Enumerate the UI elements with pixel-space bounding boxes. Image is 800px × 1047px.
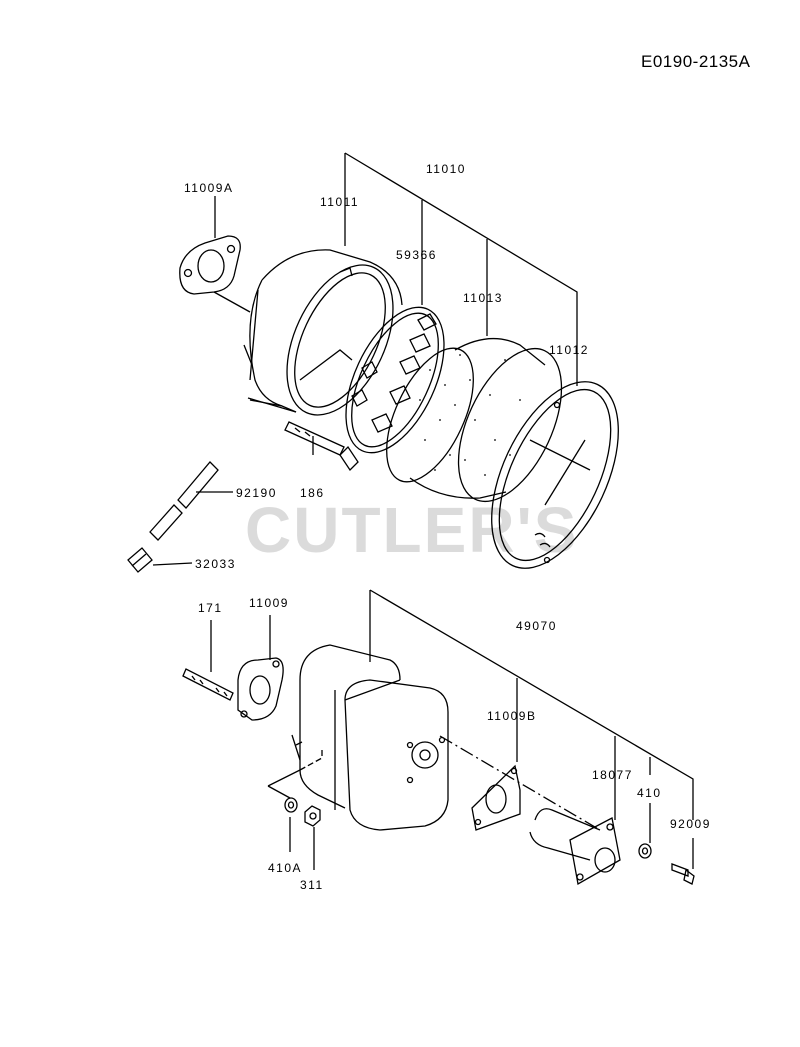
label-11012: 11012 [549,343,589,357]
nut-311 [304,805,321,827]
bolt-92009 [671,863,695,885]
label-11009: 11009 [249,596,289,610]
label-49070: 49070 [516,619,557,633]
label-11013: 11013 [463,291,503,305]
washer-410 [638,843,652,859]
label-410: 410 [637,786,662,800]
label-92190: 92190 [236,486,277,500]
part-labels: 11010 11009A 11011 59366 11013 11012 921… [184,162,711,892]
air-cleaner-base-11011 [243,249,403,416]
muffler-49070 [267,644,601,831]
leader-lines-upper [152,152,578,566]
label-11009a: 11009A [184,181,233,195]
element-11013 [386,337,563,503]
leader-lines-lower [210,589,694,870]
label-18077: 18077 [592,768,633,782]
watermark: CUTLER'S [245,494,579,566]
diagram-code: E0190-2135A [641,52,751,71]
label-32033: 32033 [195,557,236,571]
hose-92190 [149,461,219,541]
bolt-186 [284,421,359,472]
clip-32033 [127,547,153,573]
label-11010: 11010 [426,162,466,176]
gasket-11009a [179,235,251,313]
plate-59366 [345,306,445,454]
label-311: 311 [300,878,324,892]
gasket-11009b [471,764,521,831]
gasket-11009 [237,657,284,721]
label-11011: 11011 [320,195,359,209]
washer-410a [284,797,298,813]
label-92009: 92009 [670,817,711,831]
label-186: 186 [300,486,325,500]
label-171: 171 [198,601,223,615]
pipe-18077 [529,808,621,886]
label-11009b: 11009B [487,709,536,723]
stud-171 [182,668,234,701]
cover-11012 [491,381,619,569]
label-410a: 410A [268,861,302,875]
label-59366: 59366 [396,248,437,262]
